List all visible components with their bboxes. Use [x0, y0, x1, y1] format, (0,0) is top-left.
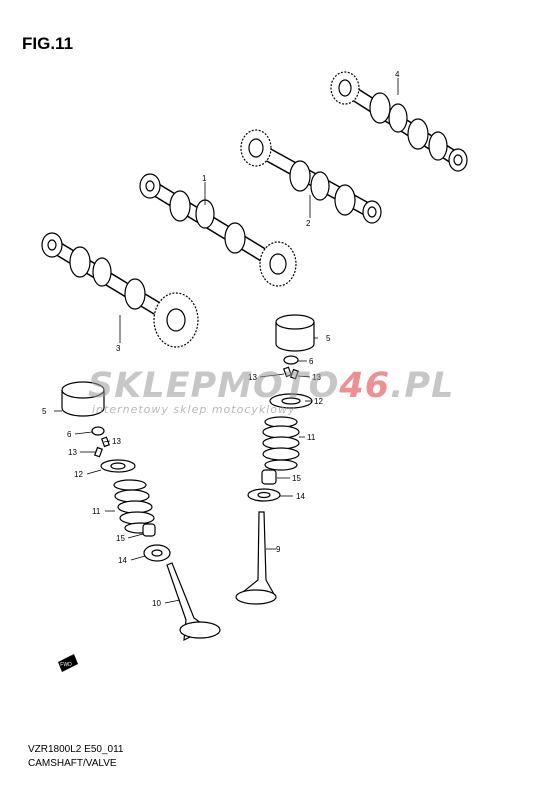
- watermark-logo: SKLEPMOTO46.PL: [88, 366, 454, 406]
- watermark-brand-before: SKLEPMOTO: [88, 366, 340, 406]
- watermark-tagline: internetowy sklep motocyklowy: [92, 403, 296, 416]
- callout-9: 9: [276, 545, 281, 554]
- camshaft-3: [41, 232, 199, 348]
- fwd-label: FWD: [60, 662, 72, 668]
- callout-11-left: 11: [92, 507, 101, 516]
- callout-14-left: 14: [118, 556, 127, 565]
- model-code: VZR1800L2 E50_011: [28, 744, 124, 755]
- callout-5-left: 5: [42, 407, 47, 416]
- left-valve-assembly: [61, 381, 221, 642]
- callout-6-left: 6: [67, 430, 72, 439]
- right-valve-assembly: [235, 314, 315, 605]
- camshaft-2: [240, 129, 382, 224]
- callout-12-right: 12: [314, 397, 323, 406]
- callout-13-right-b: 13: [312, 373, 321, 382]
- callout-12-left: 12: [74, 470, 83, 479]
- callout-14-right: 14: [296, 492, 305, 501]
- callout-5-right: 5: [326, 334, 331, 343]
- callout-13-left-b: 13: [68, 448, 77, 457]
- camshaft-1: [139, 173, 297, 287]
- callout-11-right: 11: [307, 433, 316, 442]
- callout-13-right-a: 13: [248, 373, 257, 382]
- callout-15-left: 15: [116, 534, 125, 543]
- callout-15-right: 15: [292, 474, 301, 483]
- callout-3: 3: [116, 344, 121, 353]
- figure-name: CAMSHAFT/VALVE: [28, 758, 117, 769]
- callout-10: 10: [152, 599, 161, 608]
- callout-1: 1: [202, 174, 207, 183]
- camshaft-4: [330, 71, 468, 172]
- callout-6-right: 6: [309, 357, 314, 366]
- callout-2: 2: [306, 219, 311, 228]
- figure-title: FIG.11: [22, 34, 74, 53]
- leader-lines: [54, 78, 399, 604]
- callout-4: 4: [395, 70, 400, 79]
- fwd-arrow-icon: FWD: [58, 654, 78, 672]
- watermark-brand-after: .PL: [390, 366, 455, 406]
- callout-13-left-a: 13: [112, 437, 121, 446]
- callout-numbers: 4 2 1 3 5 6 13 13 12 11 15 14 9 5 6 13 1…: [42, 70, 400, 608]
- watermark-brand-accent: 46: [339, 366, 391, 406]
